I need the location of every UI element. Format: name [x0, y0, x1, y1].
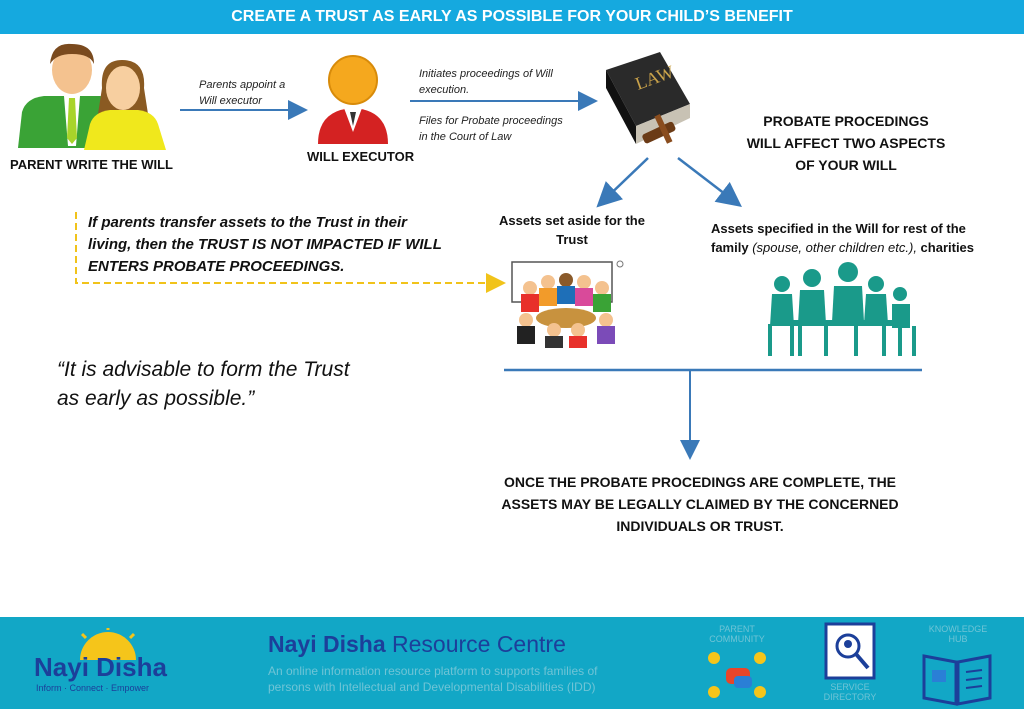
executor-label: WILL EXECUTOR [307, 149, 415, 164]
footer-logo-tagline: Inform · Connect · Empower [36, 683, 150, 693]
parent-community-icon[interactable] [704, 648, 770, 706]
page-banner: CREATE A TRUST AS EARLY AS POSSIBLE FOR … [0, 0, 1024, 34]
footer-logo-text[interactable]: Nayi Disha [34, 652, 167, 682]
trust-meeting-illustration [511, 260, 624, 348]
sun-logo-icon [80, 628, 136, 660]
footer-subtitle: An online information resource platform … [268, 664, 598, 694]
family-silhouette-illustration [768, 262, 916, 356]
arrow-law-to-family [677, 157, 742, 208]
footer-title: Nayi Disha Resource Centre [268, 631, 566, 657]
service-directory-icon[interactable] [822, 622, 878, 680]
parents-label: PARENT WRITE THE WILL [10, 157, 173, 172]
conclusion-text: ONCE THE PROBATE PROCEDINGS ARE COMPLETE… [501, 474, 899, 534]
parents-illustration [18, 43, 166, 150]
knowledge-hub-icon[interactable] [920, 648, 994, 706]
executor-illustration [318, 55, 388, 144]
arrow-law-to-trust [596, 157, 649, 208]
family-assets-label: Assets specified in the Will for rest of… [711, 221, 975, 255]
dashed-arrow-transfer [75, 212, 506, 293]
transfer-note: If parents transfer assets to the Trust … [88, 214, 442, 275]
law-book-icon: LAW [606, 52, 690, 144]
